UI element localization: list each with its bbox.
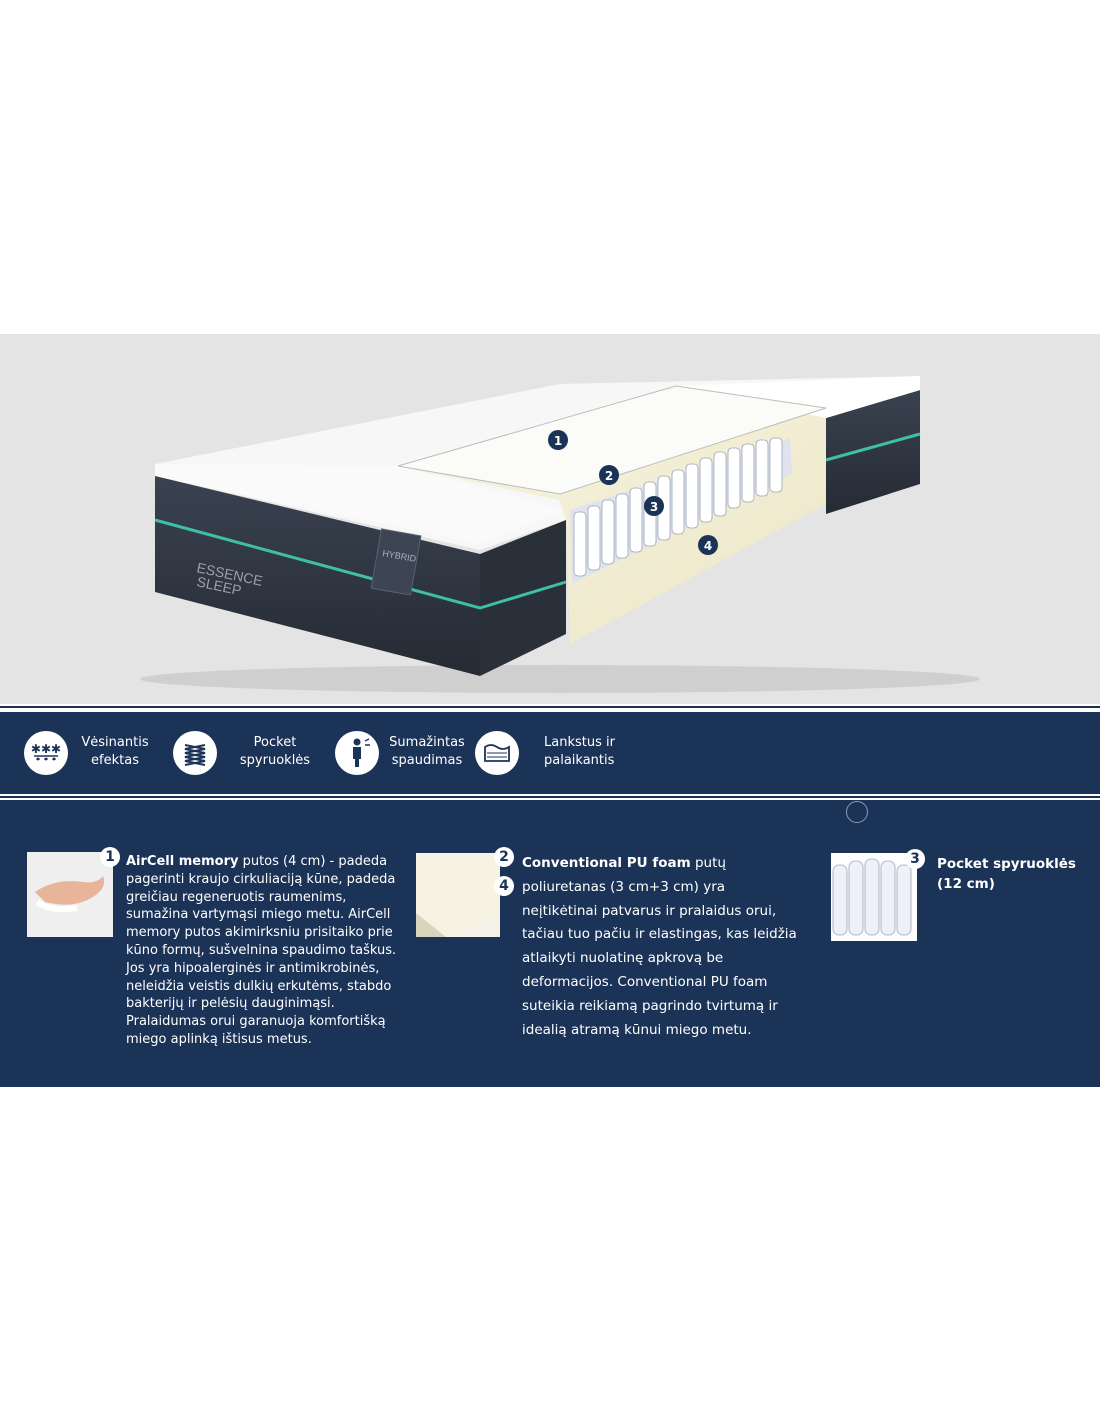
pocket-springs bbox=[570, 437, 792, 584]
feature-label-pocket: Pocket spyruoklės bbox=[239, 735, 311, 768]
features-bar: ✱✱✱ Vėsinantis efektas Pocket spyruoklės… bbox=[0, 712, 1100, 794]
decorative-circle bbox=[846, 801, 868, 823]
pu-foam-title: Conventional PU foam bbox=[522, 855, 691, 871]
memory-foam-hand-image bbox=[27, 852, 113, 937]
divider-line bbox=[0, 706, 1100, 708]
feature-label-flexible: Lankstus ir palaikantis bbox=[544, 735, 615, 768]
snowflake-drops-icon: ✱✱✱ bbox=[24, 731, 68, 775]
marker-2: 2 bbox=[605, 469, 613, 483]
pu-foam-image bbox=[416, 853, 500, 937]
feature-label-cooling: Vėsinantis efektas bbox=[81, 735, 149, 768]
svg-text:✱✱✱: ✱✱✱ bbox=[31, 742, 61, 756]
aircell-title: AirCell memory bbox=[126, 854, 239, 869]
badge-4: 4 bbox=[494, 876, 514, 896]
layer-details bbox=[0, 800, 1100, 1087]
mattress-hero: ESSENCE SLEEP HYBRID 1 2 3 4 bbox=[0, 334, 1100, 704]
divider-line-2 bbox=[0, 796, 1100, 798]
badge-2: 2 bbox=[494, 847, 514, 867]
pocket-springs-image bbox=[831, 853, 917, 941]
feature-label-pressure: Sumažintas spaudimas bbox=[389, 735, 465, 768]
mattress-illustration: ESSENCE SLEEP HYBRID 1 2 3 4 bbox=[140, 376, 980, 693]
aircell-description: AirCell memory putos (4 cm) - padeda pag… bbox=[126, 853, 406, 1049]
aircell-text: putos (4 cm) - padeda pagerinti kraujo c… bbox=[126, 854, 397, 1047]
pu-foam-text: putų poliuretanas (3 cm+3 cm) yra neįtik… bbox=[522, 855, 797, 1038]
foam-layers-icon bbox=[475, 731, 519, 775]
layer-markers: 1 2 3 4 bbox=[548, 430, 718, 555]
pu-foam-description: Conventional PU foam putų poliuretanas (… bbox=[522, 852, 804, 1042]
marker-1: 1 bbox=[554, 434, 562, 448]
person-pressure-icon bbox=[335, 731, 379, 775]
pocket-title: Pocket spyruoklės (12 cm) bbox=[937, 856, 1076, 892]
badge-1: 1 bbox=[100, 847, 120, 867]
marker-3: 3 bbox=[650, 500, 658, 514]
marker-4: 4 bbox=[704, 539, 712, 553]
spring-coil-icon bbox=[173, 731, 217, 775]
badge-3: 3 bbox=[905, 849, 925, 869]
